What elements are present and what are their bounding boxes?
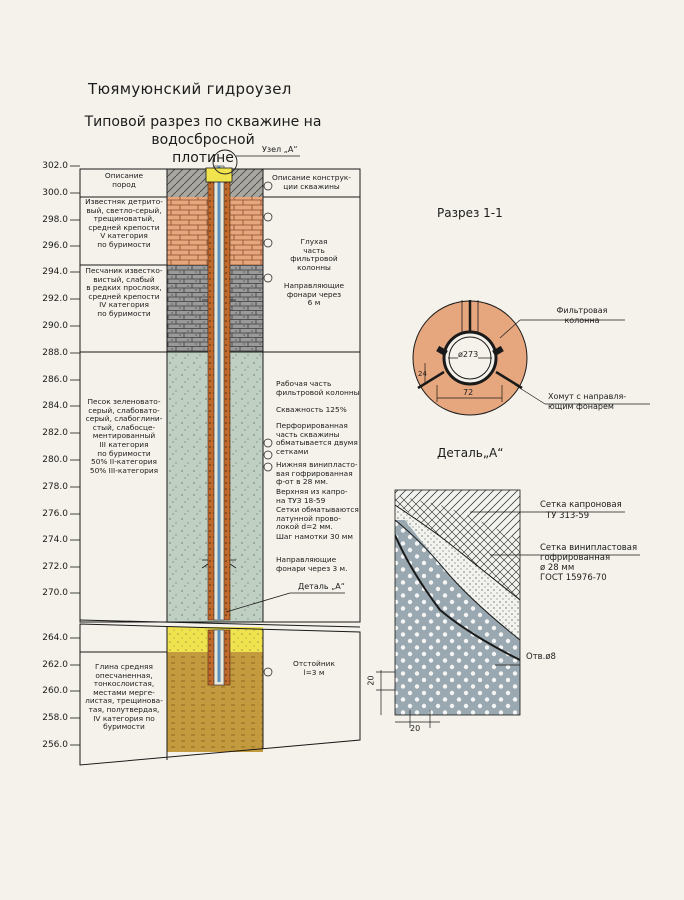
elevation-label: 276.0 — [42, 509, 68, 519]
elevation-label: 292.0 — [42, 294, 68, 304]
well-casing — [201, 165, 237, 686]
construction-inner-mesh: Нижняя винипласто-вая гофрированная ф-от… — [276, 460, 358, 487]
detail-hole-label: Отв.ø8 — [526, 652, 556, 662]
elevation-label: 260.0 — [42, 686, 68, 696]
elevation-label: 270.0 — [42, 588, 68, 598]
construction-outer-mesh: Верхняя из капро-на ТУЗ 18-59 — [276, 487, 348, 505]
detail-a-drawing — [376, 489, 640, 728]
elevation-label: 298.0 — [42, 215, 68, 225]
section-dim-24: 24 — [418, 370, 427, 378]
subtitle-line-1: Типовой разрез по скважине на водосбросн… — [84, 114, 322, 148]
construction-pitch: Шаг намотки 30 мм — [276, 532, 353, 541]
elevation-label: 296.0 — [42, 241, 68, 251]
detail-a-pointer-label: Деталь „А“ — [298, 582, 345, 591]
rock-column-header: Описание пород — [104, 171, 144, 189]
elevation-label: 290.0 — [42, 321, 68, 331]
rock-desc-sand: Песок зеленовато-серый, слабовато- серый… — [85, 397, 163, 475]
elevation-label: 288.0 — [42, 348, 68, 358]
node-a-label: Узел „А“ — [262, 145, 298, 154]
rock-desc-limestone: Известняк детрито-вый, светло-серый, тре… — [85, 197, 163, 249]
rock-desc-sandstone: Песчаник известко-вистый, слабый в редки… — [85, 266, 163, 318]
section-clamp-label: Хомут с направля-ющим фонарем — [548, 392, 627, 411]
elevation-label: 262.0 — [42, 660, 68, 670]
construction-column-header: Описание конструк- ции скважины — [272, 173, 351, 191]
construction-porosity: Скважность 125% — [276, 405, 347, 414]
elevation-label: 256.0 — [42, 740, 68, 750]
page-title: Тюямуюнский гидроузел — [88, 80, 292, 98]
elevation-ticks — [70, 165, 80, 746]
elevation-label: 272.0 — [42, 562, 68, 572]
elevation-label: 294.0 — [42, 267, 68, 277]
section-dim-72: 72 — [463, 388, 474, 397]
node-a-marker — [212, 149, 238, 175]
elevation-label: 282.0 — [42, 428, 68, 438]
elevation-label: 274.0 — [42, 535, 68, 545]
detail-capron-label: Сетка капроновая ТУ 313-59 — [540, 500, 622, 521]
elevation-label: 302.0 — [42, 161, 68, 171]
elevation-label: 300.0 — [42, 188, 68, 198]
section-diameter-label: ø273 — [458, 350, 479, 359]
section-1-1-title: Разрез 1-1 — [437, 206, 503, 220]
elevation-label: 278.0 — [42, 482, 68, 492]
detail-a-title: Деталь„А“ — [437, 446, 504, 460]
elevation-label: 284.0 — [42, 401, 68, 411]
callout-circles — [263, 181, 273, 677]
elevation-label: 258.0 — [42, 713, 68, 723]
elevation-label: 280.0 — [42, 455, 68, 465]
detail-dim-vertical: 20 — [366, 675, 376, 686]
elevation-label: 264.0 — [42, 633, 68, 643]
detail-dim-horizontal: 20 — [410, 724, 421, 733]
subtitle-line-2: плотине — [172, 150, 234, 166]
elevation-label: 286.0 — [42, 375, 68, 385]
page-subtitle: Типовой разрез по скважине на водосбросн… — [33, 113, 373, 167]
